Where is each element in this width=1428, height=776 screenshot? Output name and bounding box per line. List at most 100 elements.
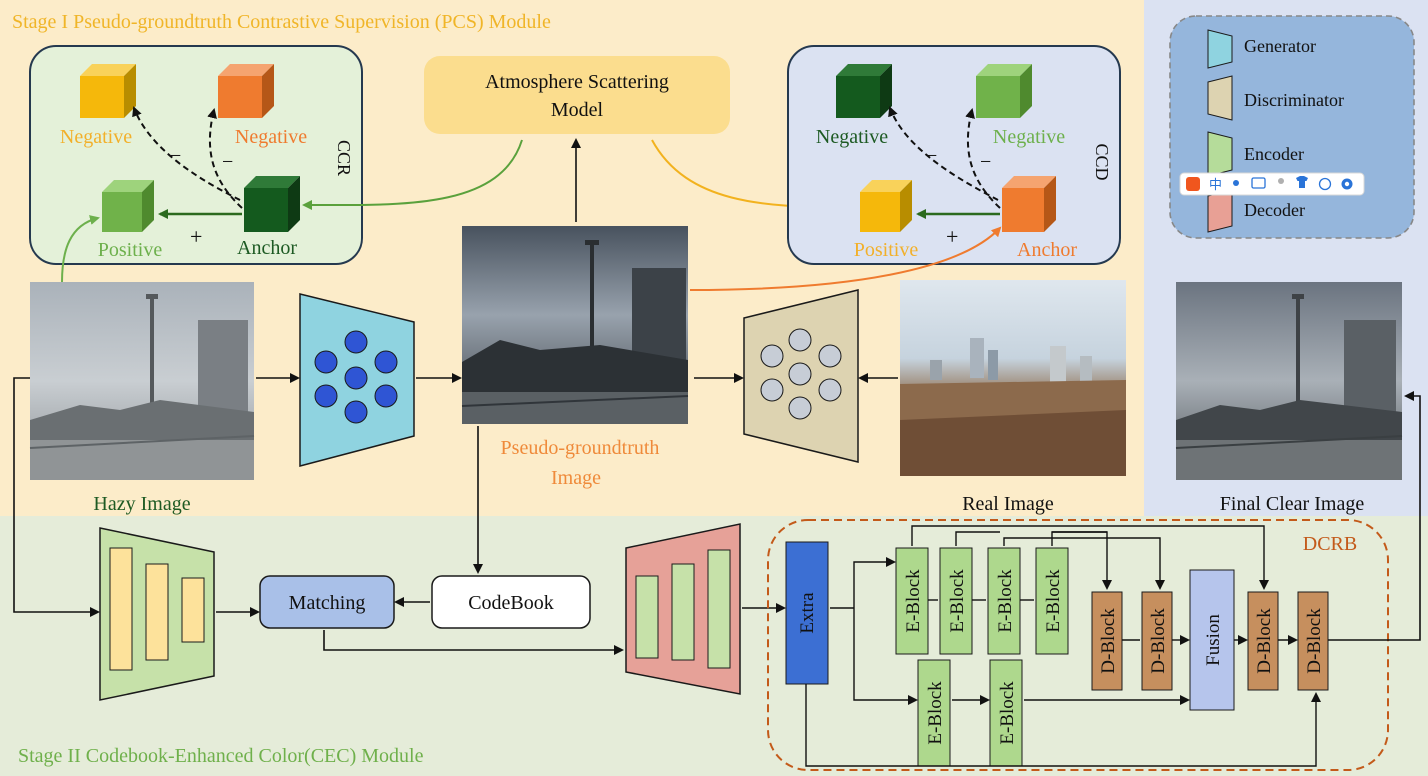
fusion-label: Fusion [1203, 614, 1224, 666]
ime-toolbar[interactable]: 中 [1179, 172, 1365, 196]
ccr-label: CCR [334, 140, 354, 176]
codebook-label: CodeBook [468, 592, 554, 614]
extra-label: Extra [797, 592, 818, 634]
e-block-3-label: E-Block [995, 569, 1016, 633]
extra-block [785, 541, 829, 685]
atmosphere-scattering-model: Atmosphere Scattering Model [424, 56, 730, 134]
extra-to-dblock4-residual [805, 684, 1321, 767]
skip-eblock2-to-dblock3 [955, 531, 1107, 546]
dcrb-label: DCRB [1303, 533, 1357, 555]
ccd-anchor-label: Anchor [1017, 239, 1077, 261]
skip-eblock3-to-dblock2 [1003, 537, 1165, 590]
legend-decoder-swatch [1207, 189, 1233, 233]
hazy-to-encoder-path [13, 377, 100, 617]
e-block-6-label: E-Block [997, 681, 1018, 745]
legend-discriminator-swatch [1207, 75, 1233, 121]
stage2-title: Stage II Codebook-Enhanced Color(CEC) Mo… [18, 745, 424, 767]
d-block-2-label: D-Block [1148, 608, 1169, 674]
cube-positive-yellow [860, 180, 912, 232]
ccr-negative-left-label: Negative [60, 126, 132, 148]
extra-to-eblock5-path [853, 608, 918, 705]
legend-encoder-label: Encoder [1244, 144, 1304, 164]
ccr-dashed-arrow-left [132, 106, 241, 201]
cube-negative-orange [218, 64, 274, 118]
ccr-anchor-label: Anchor [237, 237, 297, 259]
ime-punct-icon[interactable] [1233, 180, 1239, 186]
legend-decoder-label: Decoder [1244, 200, 1305, 220]
e-block-1-label: E-Block [903, 569, 924, 633]
ccr-dashed-arrow-right [207, 108, 243, 209]
matching-to-decoder-path [323, 630, 624, 655]
d-block-2 [1141, 591, 1173, 691]
legend-discriminator-label: Discriminator [1244, 90, 1344, 110]
ccr-minus-left: − [170, 145, 181, 167]
ccd-minus-right: − [980, 151, 991, 173]
e-block-2 [939, 547, 973, 655]
ime-lang-toggle[interactable]: 中 [1209, 177, 1222, 192]
cube-anchor-orange [1002, 176, 1056, 232]
e-block-5-label: E-Block [925, 681, 946, 745]
e-block-4-label: E-Block [1043, 569, 1064, 633]
d-block-1-label: D-Block [1098, 608, 1119, 674]
ccr-positive-label: Positive [98, 239, 163, 261]
cube-anchor-darkgreen [244, 176, 300, 232]
e-block-2-label: E-Block [947, 569, 968, 633]
ime-ai-icon[interactable] [1318, 177, 1332, 191]
d-block-4-label: D-Block [1304, 608, 1325, 674]
real-image-label: Real Image [962, 493, 1054, 515]
ime-logo-icon[interactable] [1186, 177, 1200, 191]
extra-to-eblock1-path [853, 557, 896, 608]
real-image [900, 280, 1126, 476]
ccr-plus: + [190, 224, 202, 249]
hazy-image-label: Hazy Image [93, 493, 190, 515]
pseudo-image-label-line1: Pseudo-groundtruth [501, 437, 660, 459]
ccr-minus-right: − [222, 151, 233, 173]
dcrb-block: DCRB Extra E-Block E-Block E-Block E-Blo… [767, 519, 1389, 771]
ccd-plus: + [946, 224, 958, 249]
pseudo-groundtruth-image [461, 226, 689, 424]
cube-negative-lightgreen [976, 64, 1032, 118]
asm-line1: Atmosphere Scattering [485, 71, 669, 93]
ccd-positive-label: Positive [854, 239, 919, 261]
stage1-title: Stage I Pseudo-groundtruth Contrastive S… [12, 11, 551, 33]
ccd-dashed-arrow-left [888, 106, 999, 201]
final-clear-image [1175, 282, 1403, 480]
final-image-label: Final Clear Image [1220, 493, 1365, 515]
ccd-negative-right-label: Negative [993, 126, 1065, 148]
hazy-to-ccr-positive-arrow [61, 215, 100, 283]
codebook-box: CodeBook [431, 575, 591, 629]
discriminator-block [743, 289, 859, 463]
pseudo-to-ccd-anchor-arrow [689, 226, 1002, 291]
matching-label: Matching [289, 592, 366, 614]
matching-box: Matching [259, 575, 395, 629]
e-block-6 [989, 659, 1023, 767]
asm-to-ccr-anchor-arrow [302, 139, 523, 211]
pseudo-image-label-line2: Image [551, 467, 601, 489]
d-block-3-label: D-Block [1254, 608, 1275, 674]
e-block-3 [987, 547, 1021, 655]
e-block-1 [895, 547, 929, 655]
d-block-1 [1091, 591, 1123, 691]
d-block-4 [1297, 591, 1329, 691]
ime-user-icon[interactable] [1278, 178, 1284, 184]
ccd-label: CCD [1092, 143, 1112, 180]
ccr-negative-right-label: Negative [235, 126, 307, 148]
generator-block [299, 293, 415, 467]
ime-keyboard-icon[interactable] [1251, 177, 1266, 189]
hazy-image [29, 282, 255, 480]
cec-encoder [99, 527, 215, 701]
cube-positive-lightgreen [102, 180, 154, 232]
dblock4-to-final-image-path [1328, 391, 1421, 641]
legend-panel: Generator Discriminator Encoder Decoder [1169, 15, 1415, 239]
ccr-panel: CCR Negative Negative Positive Anchor − … [29, 45, 363, 265]
ccd-panel: CCD Negative Negative Positive Anchor − … [787, 45, 1121, 265]
legend-generator-label: Generator [1244, 36, 1316, 56]
ccd-negative-left-label: Negative [816, 126, 888, 148]
cec-decoder [625, 523, 741, 695]
ime-skin-icon[interactable] [1296, 176, 1308, 188]
cube-negative-yellow [80, 64, 136, 118]
d-block-3 [1247, 591, 1279, 691]
ccd-minus-left: − [926, 145, 937, 167]
asm-line2: Model [551, 99, 604, 121]
